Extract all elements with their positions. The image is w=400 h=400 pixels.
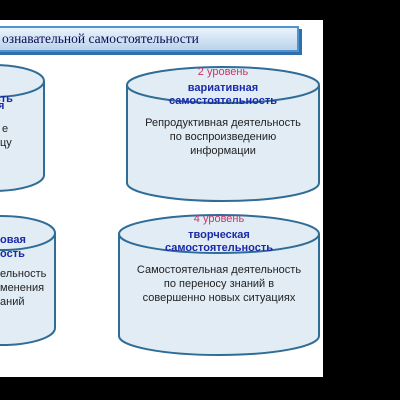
left-bottom-desc-2: менения [0,282,45,294]
left-top-name-2: ость [0,93,13,105]
top-black-bar [0,0,400,20]
title-banner [0,26,299,52]
left-top-name-1: я [0,100,5,112]
left-top-cylinder [0,64,45,192]
slide-title: ознавательной самостоятельности [2,31,199,46]
level-4-desc-line-3: совершенно новых ситуациях [142,292,296,304]
left-top-desc-1: е [2,123,9,135]
left-bottom-desc-3: аний [0,296,25,308]
level-2-name-line-1: вариативная [187,82,259,94]
level-4-desc-line-1: Самостоятельная деятельность [136,264,302,276]
left-top-desc-2: цу [0,137,12,149]
left-bottom-desc-1: ельность [0,268,47,280]
level-4-name-line-2: самостоятельность [164,242,274,254]
level-2-desc-line-2: по воспроизведению [169,131,277,143]
right-black-bar [323,20,400,377]
presentation-slide: ознавательной самостоятельности я ость е… [0,20,323,377]
level-2-cylinder [126,66,320,202]
bottom-black-bar [0,377,400,400]
left-bottom-name-1: овая [0,234,26,246]
level-2-desc-line-3: информации [190,145,256,157]
level-4-number: 4 уровень [193,213,245,225]
level-4-cylinder [118,214,320,356]
level-4-desc-line-2: по переносу знаний в [163,278,275,290]
left-bottom-cylinder [0,215,56,346]
level-2-desc-line-1: Репродуктивная деятельность [145,117,301,129]
level-2-number: 2 уровень [197,66,249,78]
left-bottom-name-2: ость [0,248,25,260]
level-2-name-line-2: самостоятельность [168,95,278,107]
level-4-name-line-1: творческая [188,229,250,241]
